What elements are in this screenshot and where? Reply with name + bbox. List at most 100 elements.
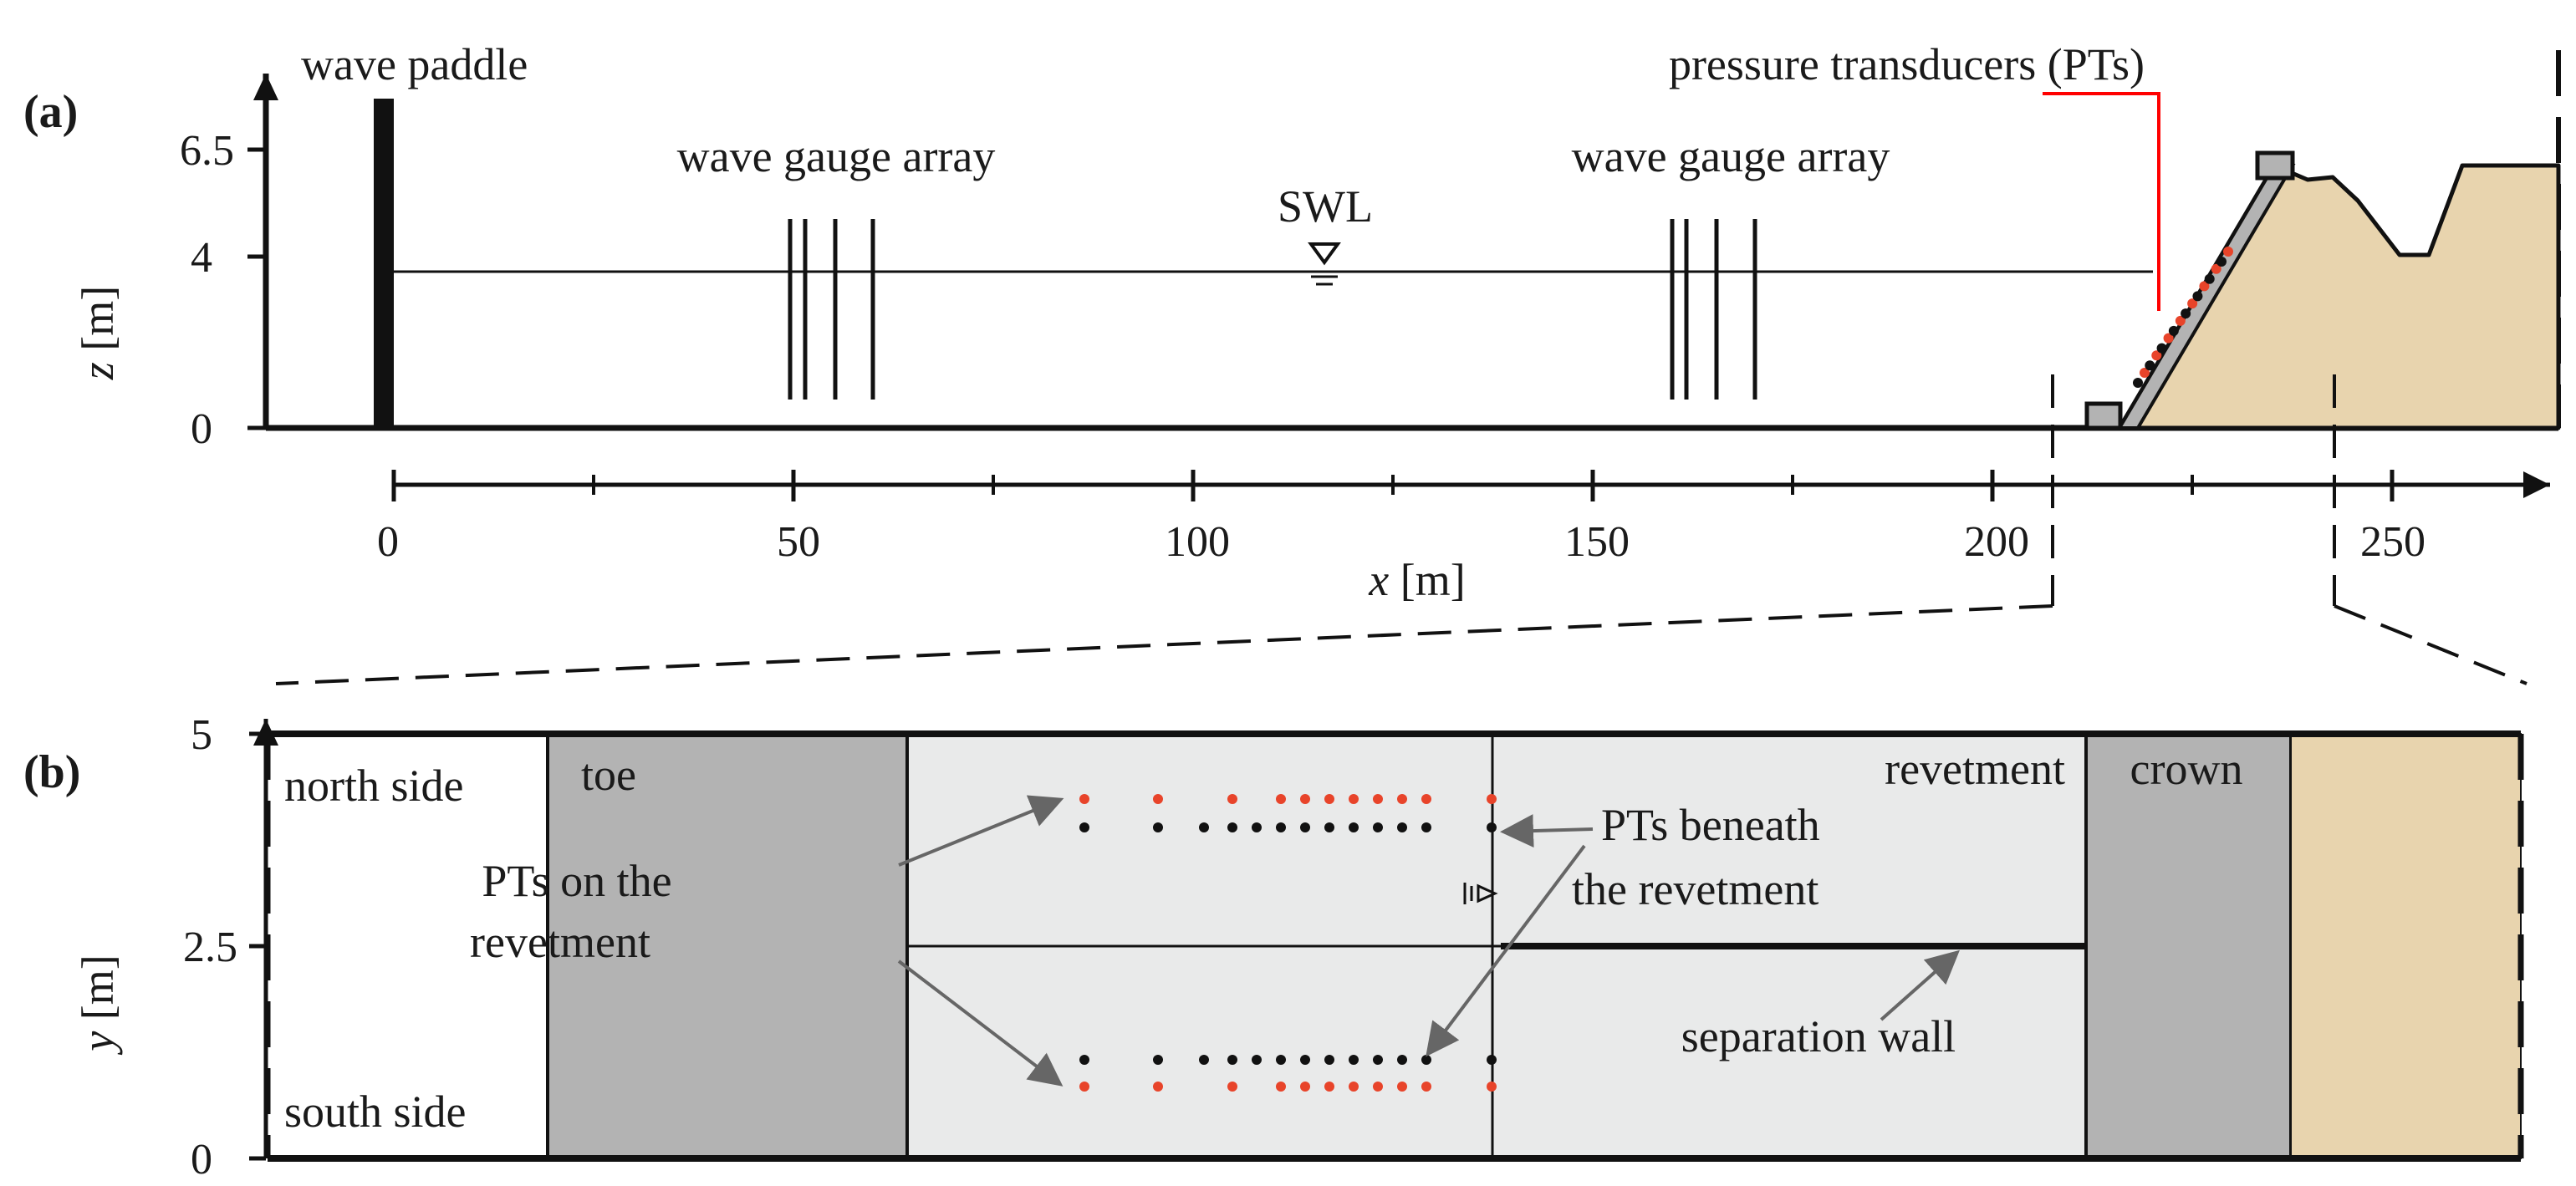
- pts-label: pressure transducers (PTs): [1669, 39, 2145, 89]
- x-axis-ticks: [391, 470, 2395, 501]
- x-axis-arrowhead: [2523, 471, 2550, 498]
- pt-on-dot: [2211, 263, 2221, 274]
- pt-beneath-dot-north: [1373, 822, 1383, 832]
- pt-on-dot-north: [1276, 794, 1286, 804]
- pt-beneath-dot: [2168, 325, 2179, 336]
- pt-on-dot-north: [1324, 794, 1334, 804]
- pt-beneath-dot-south: [1324, 1055, 1334, 1065]
- pt-on-dot-north: [1300, 794, 1310, 804]
- pt-on-dot-north: [1421, 794, 1431, 804]
- wave-paddle-label: wave paddle: [301, 39, 528, 89]
- pt-on-dot: [2151, 350, 2162, 361]
- pt-beneath-dot-north: [1300, 822, 1310, 832]
- sand-region: [2290, 733, 2522, 1159]
- z-axis: 0 4 6.5 z [m]: [73, 74, 278, 453]
- callout-arrows: [897, 795, 1960, 1087]
- pt-beneath-dot-north: [1079, 822, 1089, 832]
- pt-beneath-dot-north: [1397, 822, 1407, 832]
- pt-beneath-dot-north: [1227, 822, 1237, 832]
- arrow-pts-on-south: [897, 959, 1064, 1087]
- pt-on-dot-south: [1276, 1082, 1286, 1092]
- pt-on-dot-south: [1487, 1082, 1497, 1092]
- x-tick-250: 250: [2360, 518, 2426, 566]
- arrow-pts-on-north: [898, 795, 1064, 867]
- separation-wall-label: separation wall: [1681, 1011, 1956, 1061]
- revetment-label: revetment: [1885, 744, 2065, 794]
- pt-on-dot-south: [1421, 1082, 1431, 1092]
- pt-on-dot-south: [1153, 1082, 1163, 1092]
- wave-gauge-array-right: [1670, 219, 1757, 400]
- zoom-indicator: [275, 374, 2528, 685]
- panel-b-tag: (b): [23, 746, 80, 798]
- swl-label: SWL: [1278, 181, 1373, 232]
- pt-beneath-dot-south: [1397, 1055, 1407, 1065]
- pt-beneath-dot-north: [1199, 822, 1209, 832]
- pt-beneath-dot-north: [1252, 822, 1262, 832]
- y-tick-2-5: 2.5: [183, 924, 237, 971]
- pts-on-revetment-line1: PTs on the: [482, 856, 671, 906]
- pt-beneath-dot-south: [1373, 1055, 1383, 1065]
- pt-beneath-dot: [2156, 343, 2167, 354]
- panel-a-tag: (a): [23, 86, 78, 138]
- arrow-separation-wall: [1880, 949, 1960, 1021]
- toe-block: [2084, 401, 2123, 430]
- pt-beneath-dot-south: [1199, 1055, 1209, 1065]
- pt-on-dot: [2199, 281, 2210, 292]
- pt-beneath-dot-south: [1153, 1055, 1163, 1065]
- pts-on-revetment-line2: revetment: [470, 917, 650, 967]
- pt-beneath-dot-south: [1276, 1055, 1286, 1065]
- pt-on-dot-north: [1153, 794, 1163, 804]
- pt-beneath-dot-north: [1487, 822, 1497, 832]
- pt-beneath-dot-south: [1300, 1055, 1310, 1065]
- pt-beneath-dot-south: [1227, 1055, 1237, 1065]
- pt-beneath-dot-south: [1421, 1055, 1431, 1065]
- x-tick-0: 0: [377, 518, 399, 566]
- pt-beneath-dot: [2204, 273, 2215, 284]
- pt-beneath-dot: [2192, 291, 2203, 302]
- z-axis-label: z [m]: [73, 286, 123, 380]
- x-tick-150: 150: [1564, 518, 1630, 566]
- south-side-label: south side: [284, 1087, 467, 1137]
- pt-on-dot-south: [1349, 1082, 1359, 1092]
- pts-beneath-line2: the revetment: [1572, 864, 1819, 914]
- toe-label: toe: [581, 750, 636, 800]
- plan-pts-group: [1079, 794, 1497, 1092]
- pt-beneath-dot: [2145, 360, 2155, 371]
- pt-beneath-dot-south: [1079, 1055, 1089, 1065]
- pt-on-dot: [2140, 368, 2150, 378]
- pt-beneath-dot: [2181, 308, 2191, 319]
- wave-paddle: [374, 99, 394, 428]
- z-tick-4: 4: [191, 234, 212, 282]
- panel-a: (a) 0 4 6.5 z [m] wave paddle SWL: [23, 39, 2561, 685]
- pt-on-dot-south: [1079, 1082, 1089, 1092]
- arrow-pts-beneath-south: [1426, 844, 1586, 1057]
- pt-on-dot: [2175, 315, 2186, 326]
- pt-beneath-dot-south: [1349, 1055, 1359, 1065]
- pt-beneath-dot: [2133, 378, 2143, 388]
- pt-beneath-dot-north: [1349, 822, 1359, 832]
- pt-on-dot-south: [1227, 1082, 1237, 1092]
- crown-label: crown: [2130, 744, 2243, 794]
- crown-region: [2084, 732, 2293, 1160]
- north-south-side-region: [268, 734, 548, 1158]
- swl-plan-symbol: [1463, 883, 1498, 904]
- z-axis-arrowhead: [253, 74, 278, 100]
- pt-on-dot: [2187, 298, 2198, 309]
- wave-gauge-array-right-label: wave gauge array: [1572, 131, 1890, 181]
- pt-on-dot: [2163, 333, 2174, 344]
- pt-on-dot-south: [1300, 1082, 1310, 1092]
- pts-beneath-line1: PTs beneath: [1601, 800, 1820, 850]
- pt-on-dot-north: [1373, 794, 1383, 804]
- y-axis: 0 2.5 5 y [m]: [73, 711, 278, 1183]
- pt-beneath-dot-south: [1487, 1055, 1497, 1065]
- pt-on-dot-south: [1397, 1082, 1407, 1092]
- pt-on-dot-south: [1373, 1082, 1383, 1092]
- dike-body: [2117, 163, 2561, 430]
- north-side-label: north side: [284, 761, 463, 811]
- pts-leader-line: [2043, 92, 2160, 311]
- z-tick-6-5: 6.5: [180, 127, 234, 175]
- pt-beneath-dot: [2216, 257, 2227, 267]
- panel-b: (b) 0 2.5 5 y [m] north side south sid: [23, 711, 2524, 1183]
- pt-beneath-dot-north: [1153, 822, 1163, 832]
- crown-block: [2255, 150, 2295, 181]
